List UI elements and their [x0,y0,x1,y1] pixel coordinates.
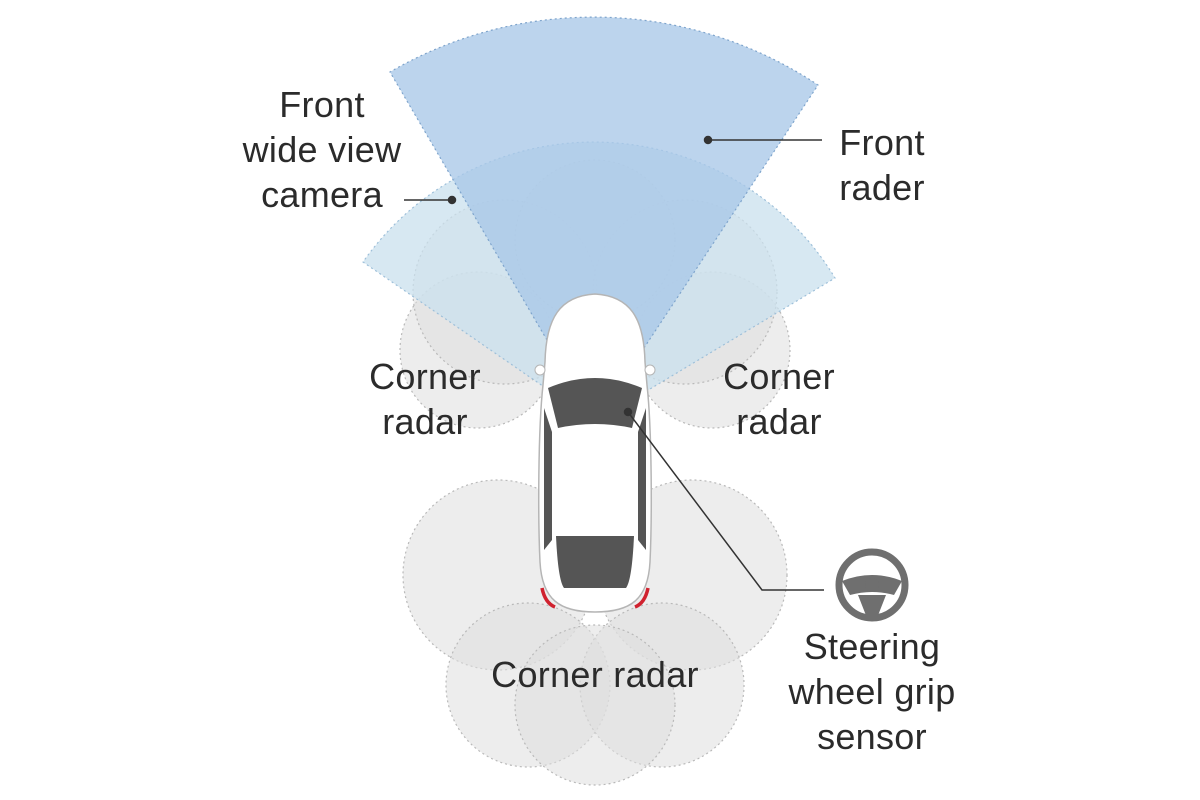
front-radar-leader-dot [703,135,713,145]
corner-radar-rear-label: Corner radar [460,652,730,697]
front-radar-coverage [389,16,819,424]
tail-light-right [634,587,650,609]
front-camera-label-line-1: Front [279,84,365,125]
car-body [538,293,652,613]
car-rear-window [556,536,634,588]
car-top-view [534,293,656,613]
corner-radar-left-label-line-1: Corner [369,356,481,397]
camera-leader-dot [447,195,457,205]
steering-sensor-leader [627,411,824,591]
tail-light-left [540,587,556,609]
steering-sensor-label: Steering wheel grip sensor [772,624,972,759]
car-windshield [548,378,642,428]
rear-corner-radar-coverage [402,479,788,786]
corner-radar-left-label-line-2: radar [382,401,468,442]
steering-sensor-label-line-2: wheel grip [788,671,956,712]
steering-sensor-leader-dot [623,407,633,417]
front-camera-label-line-2: wide view [242,129,402,170]
corner-radar-rear-label-text: Corner radar [491,654,699,695]
steering-wheel-icon [835,548,909,622]
rear-center-radar-zone [514,624,676,786]
car-right-windows [638,408,646,550]
front-camera-label-line-3: camera [261,174,383,215]
leader-lines [404,135,824,591]
corner-radar-right-label-line-1: Corner [723,356,835,397]
corner-radar-right-label-line-2: radar [736,401,822,442]
corner-radar-right-label: Corner radar [694,354,864,444]
left-mirror [534,364,546,376]
corner-radar-left-label: Corner radar [340,354,510,444]
car-left-windows [544,408,552,550]
front-radar-label-line-2: rader [839,167,925,208]
steering-sensor-label-line-3: sensor [817,716,927,757]
front-radar-label: Front rader [812,120,952,210]
front-radar-label-line-1: Front [839,122,925,163]
front-camera-label: Front wide view camera [212,82,432,217]
right-mirror [644,364,656,376]
steering-sensor-label-line-1: Steering [803,626,941,667]
